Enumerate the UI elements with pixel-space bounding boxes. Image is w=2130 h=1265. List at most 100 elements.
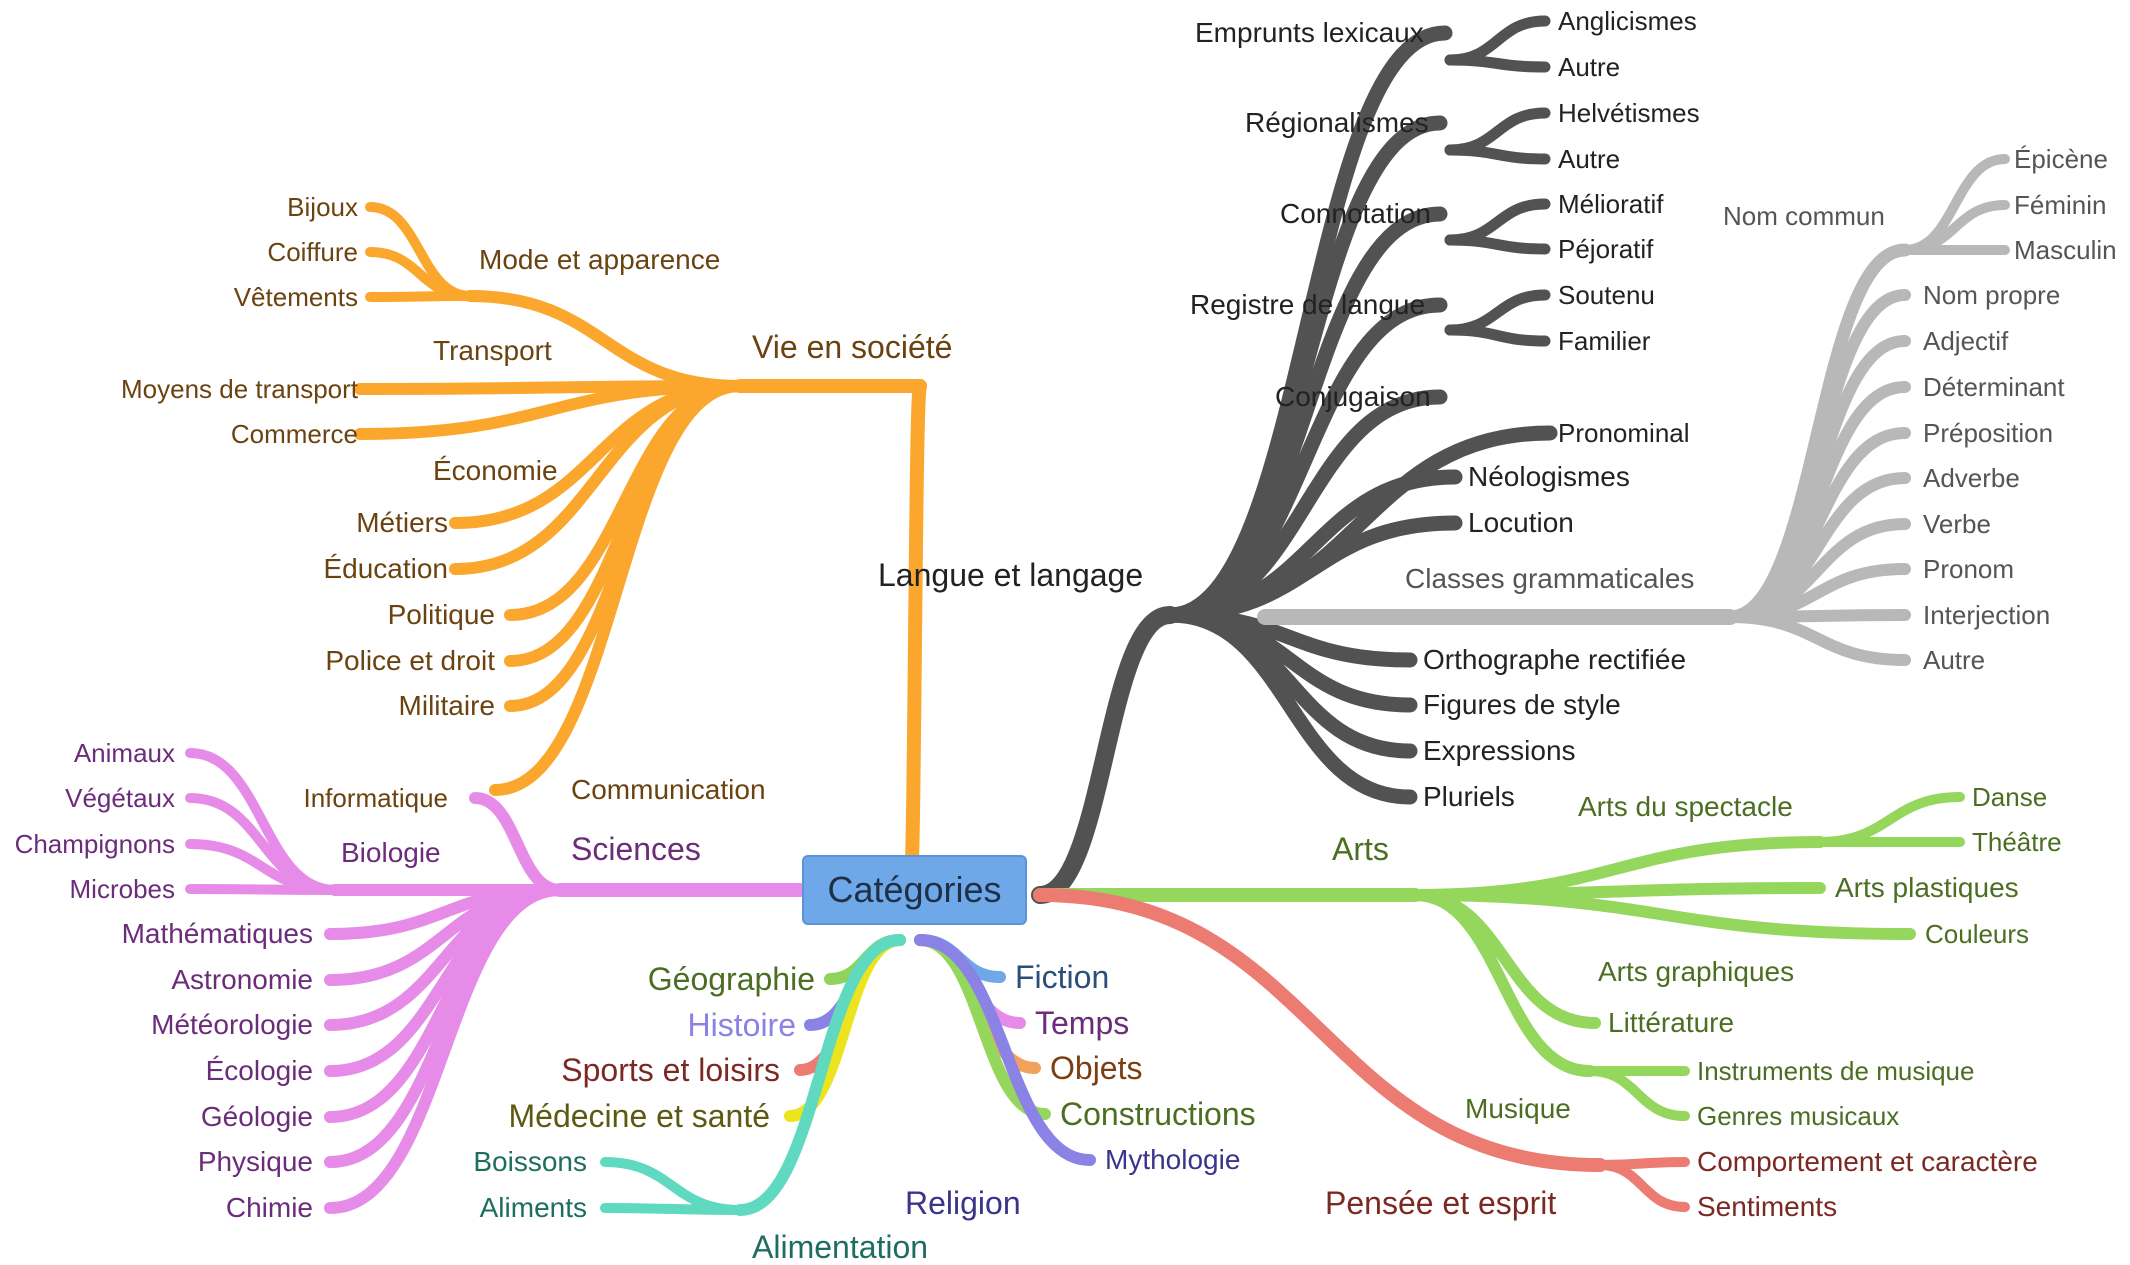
node-spectacle[interactable]: Arts du spectacle [1578, 791, 1793, 822]
connector-8 [1162, 515, 1463, 623]
connector-13 [1444, 15, 1551, 66]
node-vetements[interactable]: Vêtements [233, 282, 358, 312]
node-alimentation[interactable]: Alimentation [752, 1229, 929, 1265]
node-boissons[interactable]: Boissons [473, 1146, 587, 1177]
node-melioratif[interactable]: Mélioratif [1558, 189, 1664, 219]
node-fiction[interactable]: Fiction [1015, 959, 1110, 995]
connector-17 [1444, 198, 1551, 246]
node-astronomie[interactable]: Astronomie [171, 964, 313, 995]
node-couleurs[interactable]: Couleurs [1925, 919, 2030, 949]
node-mode[interactable]: Mode et apparence [479, 244, 721, 275]
node-physique[interactable]: Physique [197, 1146, 313, 1177]
root-node-categories[interactable]: Catégories [802, 855, 1027, 925]
node-helvetismes[interactable]: Helvétismes [1558, 98, 1700, 128]
node-vie[interactable]: Vie en société [752, 329, 953, 365]
node-vegetaux[interactable]: Végétaux [65, 783, 175, 813]
node-mythologie[interactable]: Mythologie [1105, 1144, 1241, 1175]
node-ecologie[interactable]: Écologie [205, 1055, 313, 1086]
node-regionalismes[interactable]: Régionalismes [1245, 107, 1429, 138]
node-genres[interactable]: Genres musicaux [1697, 1101, 1900, 1131]
node-musique[interactable]: Musique [1465, 1093, 1571, 1124]
node-verbe[interactable]: Verbe [1923, 509, 1991, 539]
node-biologie[interactable]: Biologie [341, 837, 441, 868]
node-epicene[interactable]: Épicène [2014, 144, 2108, 174]
node-determinant[interactable]: Déterminant [1923, 372, 2065, 402]
node-autre1[interactable]: Autre [1558, 52, 1621, 82]
node-adverbe[interactable]: Adverbe [1923, 463, 2020, 493]
node-arts[interactable]: Arts [1332, 831, 1389, 867]
node-microbes[interactable]: Microbes [69, 874, 175, 904]
node-informatique[interactable]: Informatique [303, 783, 448, 813]
node-classes[interactable]: Classes grammaticales [1405, 563, 1695, 594]
node-langue[interactable]: Langue et langage [878, 557, 1144, 593]
node-metiers[interactable]: Métiers [356, 507, 448, 538]
node-soutenu[interactable]: Soutenu [1558, 280, 1655, 310]
connector-57 [324, 884, 566, 1214]
node-autre3[interactable]: Autre [1923, 645, 1986, 675]
node-preposition[interactable]: Préposition [1923, 418, 2054, 448]
node-feminin[interactable]: Féminin [2014, 190, 2107, 220]
node-conjugaison[interactable]: Conjugaison [1275, 381, 1431, 412]
node-litterature[interactable]: Littérature [1608, 1007, 1735, 1038]
connector-48 [365, 291, 475, 302]
node-pensee[interactable]: Pensée et esprit [1325, 1185, 1557, 1221]
node-geographie[interactable]: Géographie [647, 961, 815, 997]
node-pluriels[interactable]: Pluriels [1423, 781, 1515, 812]
node-theatre[interactable]: Théâtre [1972, 827, 2062, 857]
node-education[interactable]: Éducation [323, 553, 448, 584]
node-maths[interactable]: Mathématiques [121, 918, 313, 949]
node-histoire[interactable]: Histoire [687, 1007, 796, 1043]
node-masculin[interactable]: Masculin [2014, 235, 2117, 265]
node-sentiments[interactable]: Sentiments [1697, 1191, 1838, 1222]
node-religion[interactable]: Religion [905, 1185, 1021, 1221]
node-chimie[interactable]: Chimie [225, 1192, 313, 1223]
node-anglicismes[interactable]: Anglicismes [1558, 6, 1697, 36]
node-coiffure[interactable]: Coiffure [267, 237, 358, 267]
node-registre[interactable]: Registre de langue [1190, 289, 1426, 320]
node-transport[interactable]: Transport [433, 335, 552, 366]
node-militaire[interactable]: Militaire [398, 690, 495, 721]
node-police[interactable]: Police et droit [325, 645, 495, 676]
node-emprunts[interactable]: Emprunts lexicaux [1195, 17, 1424, 48]
node-pronom[interactable]: Pronom [1923, 554, 2015, 584]
node-constructions[interactable]: Constructions [1060, 1096, 1256, 1132]
connector-55 [324, 884, 566, 1123]
node-pejoratif[interactable]: Péjoratif [1558, 234, 1654, 264]
node-instruments[interactable]: Instruments de musique [1697, 1056, 1975, 1086]
node-champignons[interactable]: Champignons [14, 829, 175, 859]
node-graphiques[interactable]: Arts graphiques [1598, 956, 1795, 987]
node-neologismes[interactable]: Néologismes [1468, 461, 1630, 492]
node-expressions[interactable]: Expressions [1423, 735, 1576, 766]
node-nomcommun[interactable]: Nom commun [1723, 201, 1885, 231]
node-sports[interactable]: Sports et loisirs [561, 1052, 780, 1088]
node-politique[interactable]: Politique [387, 599, 495, 630]
connector-73 [1033, 888, 1607, 1172]
node-plastiques[interactable]: Arts plastiques [1835, 872, 2019, 903]
node-temps[interactable]: Temps [1035, 1005, 1130, 1041]
node-aliments[interactable]: Aliments [479, 1192, 587, 1223]
node-bijoux[interactable]: Bijoux [287, 192, 358, 222]
node-economie[interactable]: Économie [433, 455, 558, 486]
node-meteorologie[interactable]: Météorologie [151, 1009, 313, 1040]
connector-66 [1409, 889, 1916, 940]
node-danse[interactable]: Danse [1972, 782, 2048, 812]
node-animaux[interactable]: Animaux [73, 738, 175, 768]
node-connotation[interactable]: Connotation [1280, 198, 1432, 229]
node-geologie[interactable]: Géologie [200, 1101, 313, 1132]
node-locution[interactable]: Locution [1468, 507, 1574, 538]
node-nompropre[interactable]: Nom propre [1923, 280, 2061, 310]
node-pronominal[interactable]: Pronominal [1558, 418, 1690, 448]
node-comportement[interactable]: Comportement et caractère [1697, 1146, 2038, 1177]
node-familier[interactable]: Familier [1558, 326, 1651, 356]
node-medecine[interactable]: Médecine et santé [508, 1098, 771, 1134]
node-moyens[interactable]: Moyens de transport [120, 374, 358, 404]
node-commerce[interactable]: Commerce [230, 419, 358, 449]
node-objets[interactable]: Objets [1050, 1050, 1143, 1086]
node-figures[interactable]: Figures de style [1423, 689, 1621, 720]
node-orthographe[interactable]: Orthographe rectifiée [1423, 644, 1687, 675]
node-communication[interactable]: Communication [571, 774, 766, 805]
node-interjection[interactable]: Interjection [1923, 600, 2051, 630]
node-adjectif[interactable]: Adjectif [1923, 326, 2009, 356]
node-autre2[interactable]: Autre [1558, 144, 1621, 174]
node-sciences[interactable]: Sciences [571, 831, 701, 867]
